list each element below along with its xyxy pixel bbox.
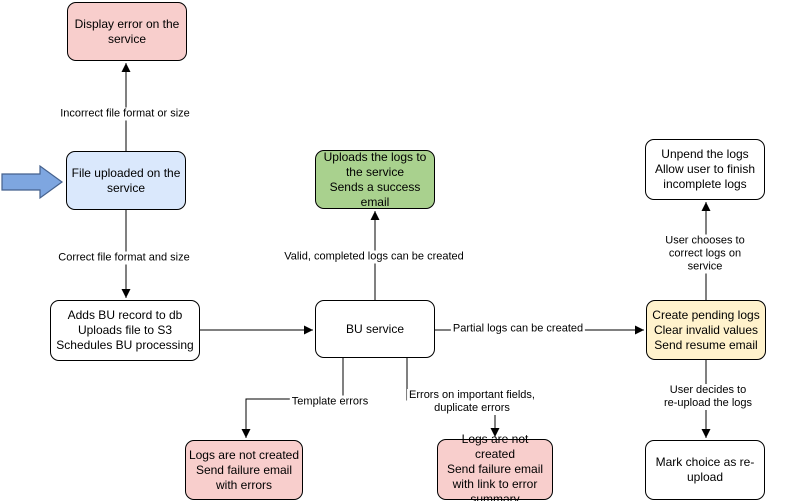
node-fail-template-errors: Logs are not created Send failure email … xyxy=(185,440,303,500)
label-partial-logs: Partial logs can be created xyxy=(450,322,586,336)
label-user-chooses-correct: User chooses to correct logs on service xyxy=(657,234,753,274)
node-display-error: Display error on the service xyxy=(67,2,187,61)
label-template-errors: Template errors xyxy=(289,395,371,409)
node-unpend-logs: Unpend the logs Allow user to finish inc… xyxy=(645,139,765,200)
node-upload-success: Uploads the logs to the service Sends a … xyxy=(315,150,435,209)
input-block-arrow-icon xyxy=(1,164,64,200)
node-create-pending-logs: Create pending logs Clear invalid values… xyxy=(646,300,766,360)
label-correct-format: Correct file format and size xyxy=(56,251,192,265)
node-mark-reupload: Mark choice as re- upload xyxy=(645,440,765,500)
node-adds-bu-record: Adds BU record to db Uploads file to S3 … xyxy=(50,300,200,361)
node-file-uploaded: File uploaded on the service xyxy=(66,151,186,210)
node-fail-field-errors: Logs are not created Send failure email … xyxy=(437,432,553,501)
label-incorrect-format: Incorrect file format or size xyxy=(58,107,192,121)
label-user-decides-reupload: User decides to re-upload the logs xyxy=(661,384,755,410)
label-field-errors: Errors on important fields, duplicate er… xyxy=(407,389,537,415)
node-bu-service: BU service xyxy=(315,300,435,358)
label-valid-logs: Valid, completed logs can be created xyxy=(282,250,466,264)
